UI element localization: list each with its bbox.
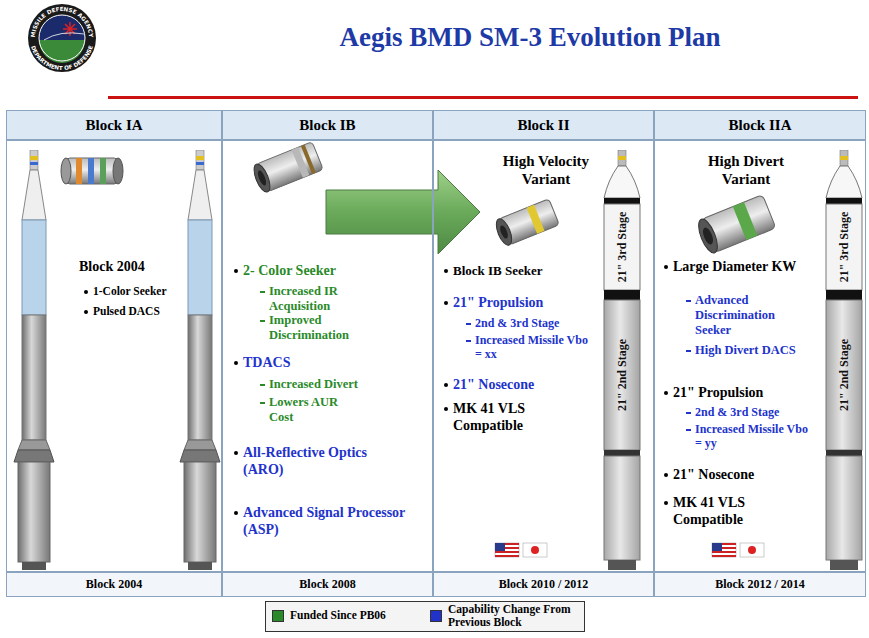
- column-header: Block II: [433, 110, 654, 140]
- sub-bullet-text: Increased IR Acquisition: [269, 284, 389, 314]
- bullet-text: 21" Propulsion: [673, 385, 813, 402]
- bullet-dot: [664, 501, 668, 505]
- legend-swatch: [272, 610, 284, 622]
- sub-bullet-text: Advanced Discrimination Seeker: [695, 293, 810, 337]
- bullet-text: 21" Propulsion: [453, 295, 593, 312]
- bullet-text: MK 41 VLS Compatible: [673, 495, 813, 528]
- bullet-dot: [444, 407, 448, 411]
- year-cell: Block 2012 / 2014: [654, 572, 866, 597]
- bullet-dot: [84, 310, 88, 314]
- column-cell: Block 2004 1-Color SeekerPulsed DACS: [6, 140, 222, 572]
- stage-label: 21" 2nd Stage: [838, 339, 850, 411]
- heading-text: High Velocity Variant: [481, 153, 611, 188]
- bullet-dot: [234, 511, 238, 515]
- stage-label: 21" 3rd Stage: [838, 212, 850, 283]
- sub-bullet-text: Lowers AUR Cost: [269, 395, 359, 425]
- bullet-dot: [664, 391, 668, 395]
- stage-label: 21" 2nd Stage: [616, 339, 628, 411]
- stage-label: 21" 3rd Stage: [616, 212, 628, 283]
- bullet-dot: [664, 473, 668, 477]
- year-cell: Block 2010 / 2012: [433, 572, 654, 597]
- sub-bullet-text: Improved Discrimination: [269, 313, 389, 343]
- bullet-text: 21" Nosecone: [453, 377, 593, 394]
- title-rule: [108, 96, 858, 99]
- bullet-dot: [444, 301, 448, 305]
- legend-text: Capability Change From Previous Block: [448, 603, 580, 628]
- bullet-dash: [260, 402, 265, 404]
- column-header: Block IB: [222, 110, 433, 140]
- flags: [495, 543, 764, 557]
- cell-text: Block IIA: [729, 117, 792, 134]
- year-cell: Block 2008: [222, 572, 433, 597]
- bullet-dash: [686, 300, 691, 302]
- legend-text: Funded Since PB06: [290, 609, 425, 622]
- bullet-dot: [234, 451, 238, 455]
- bullet-dash: [686, 412, 691, 414]
- legend-swatch: [430, 610, 442, 622]
- bullet-dot: [444, 269, 448, 273]
- sub-bullet-text: 2nd & 3rd Stage: [695, 405, 815, 419]
- bullet-dot: [234, 361, 238, 365]
- bullet-dash: [260, 384, 265, 386]
- cell-text: Block 2008: [299, 577, 355, 592]
- year-cell: Block 2004: [6, 572, 222, 597]
- bullet-dash: [260, 320, 265, 322]
- bullet-text: 2- Color Seeker: [243, 263, 423, 280]
- bullet-text: All-Reflective Optics (ARO): [243, 445, 393, 478]
- sub-bullet-text: Increased Divert: [269, 377, 399, 392]
- bullet-dash: [466, 323, 471, 325]
- column-header: Block IA: [6, 110, 222, 140]
- bullet-text: TDACS: [243, 355, 393, 372]
- bullet-dot: [444, 383, 448, 387]
- kill-vehicle: [61, 142, 776, 256]
- bullet-text: Pulsed DACS: [93, 305, 175, 319]
- bullet-dash: [686, 350, 691, 352]
- progress-arrow: [326, 170, 480, 254]
- bullet-dash: [260, 291, 265, 293]
- sub-bullet-text: Increased Missile Vbo = xx: [475, 333, 595, 361]
- logo-text: MISSILE DEFENSE AGENCY: [30, 6, 94, 39]
- svg-text:MISSILE DEFENSE AGENCY: MISSILE DEFENSE AGENCY: [30, 6, 94, 39]
- missile: [14, 150, 862, 570]
- sub-bullet-text: High Divert DACS: [695, 343, 810, 358]
- agency-logo: MISSILE DEFENSE AGENCY DEPARTMENT OF DEF…: [28, 4, 96, 72]
- bullet-dot: [234, 269, 238, 273]
- svg-text:DEPARTMENT OF DEFENSE: DEPARTMENT OF DEFENSE: [30, 45, 94, 71]
- bullet-dot: [664, 265, 668, 269]
- cell-text: Block II: [517, 117, 569, 134]
- cell-text: Block 2010 / 2012: [499, 577, 589, 592]
- heading-text: High Divert Variant: [691, 153, 801, 188]
- column-cell: 2- Color SeekerIncreased IR AcquisitionI…: [222, 140, 433, 572]
- heading-text: Block 2004: [79, 259, 209, 276]
- cell-text: Block 2012 / 2014: [715, 577, 805, 592]
- page-title: Aegis BMD SM-3 Evolution Plan: [200, 22, 860, 53]
- column-cell: High Divert VariantLarge Diameter KW Adva…: [654, 140, 866, 572]
- bullet-dash: [466, 340, 471, 342]
- cell-text: Block IA: [85, 117, 142, 134]
- bullet-text: Advanced Signal Processor (ASP): [243, 505, 413, 538]
- sub-bullet-text: 2nd & 3rd Stage: [475, 316, 595, 330]
- bullet-dash: [686, 429, 691, 431]
- bullet-text: 1-Color Seeker: [93, 285, 175, 299]
- cell-text: Block IB: [299, 117, 355, 134]
- sub-bullet-text: Increased Missile Vbo = yy: [695, 422, 815, 450]
- bullet-text: Large Diameter KW: [673, 259, 798, 276]
- bullet-dot: [84, 290, 88, 294]
- cell-text: Block 2004: [86, 577, 142, 592]
- logo-text: DEPARTMENT OF DEFENSE: [30, 45, 94, 71]
- bullet-text: MK 41 VLS Compatible: [453, 401, 593, 434]
- bullet-text: Block IB Seeker: [453, 263, 593, 278]
- column-header: Block IIA: [654, 110, 866, 140]
- bullet-text: 21" Nosecone: [673, 467, 813, 484]
